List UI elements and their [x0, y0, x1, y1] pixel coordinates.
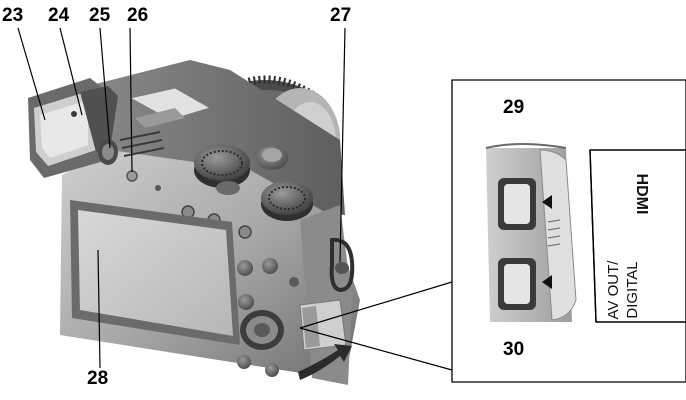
- terminal-door: [299, 299, 347, 351]
- triangle-left-icon: [542, 275, 552, 289]
- lcd-monitor: [70, 200, 240, 345]
- triangle-left-icon: [542, 195, 552, 209]
- digital-label: DIGITAL: [624, 261, 641, 318]
- hdmi-logo: HDMI: [633, 174, 650, 215]
- leader-lines: [17, 27, 453, 371]
- callout-27: 27: [330, 5, 352, 26]
- callout-28: 28: [87, 368, 109, 389]
- shoe-ridges: [119, 131, 165, 157]
- rotate-arrow-icon: [298, 344, 352, 380]
- callout-26: 26: [127, 5, 149, 26]
- port-panel-inset: [451, 79, 686, 383]
- callout-30: 30: [503, 339, 525, 360]
- callout-23: 23: [2, 5, 24, 26]
- strap-lug: [329, 237, 355, 293]
- top-dials: [194, 145, 313, 221]
- callout-24: 24: [48, 5, 70, 26]
- diopter-dial: [98, 139, 118, 165]
- control-cluster: [237, 258, 299, 377]
- viewfinder: [28, 78, 118, 178]
- av-out-label: AV OUT/: [605, 260, 622, 320]
- callout-25: 25: [89, 5, 111, 26]
- callout-29: 29: [503, 97, 525, 118]
